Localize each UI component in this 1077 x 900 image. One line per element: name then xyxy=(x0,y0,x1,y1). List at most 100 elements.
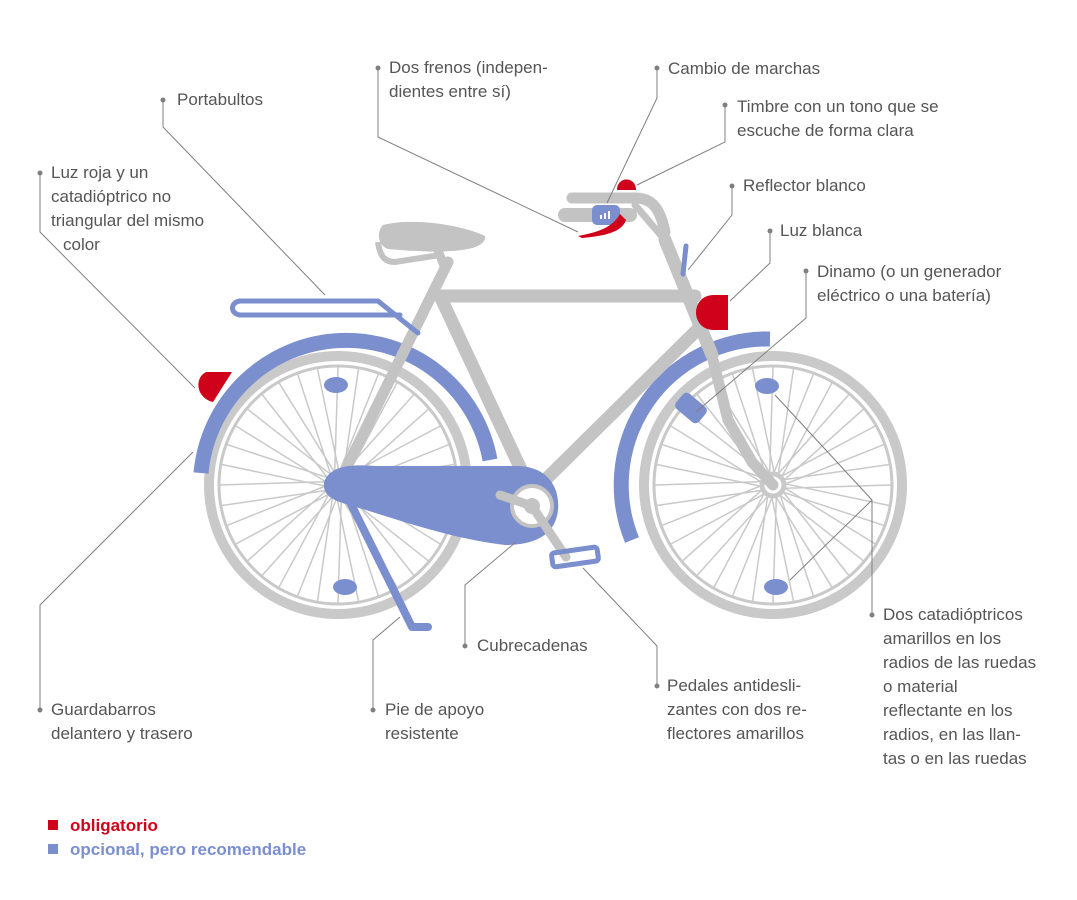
label-line: dientes entre sí) xyxy=(389,82,511,101)
spoke xyxy=(782,482,890,507)
crank xyxy=(495,484,571,562)
pedal xyxy=(549,544,601,570)
spoke xyxy=(221,463,329,488)
spoke xyxy=(770,494,795,602)
front-light xyxy=(696,295,728,330)
spoke xyxy=(219,480,329,486)
label-line: tas o en las ruedas xyxy=(883,749,1027,768)
spoke xyxy=(661,484,764,527)
label-pie-apoyo: Pie de apoyo resistente xyxy=(385,698,484,746)
rear-spoke-reflector-bottom xyxy=(333,579,357,595)
label-line: Cubrecadenas xyxy=(477,636,588,655)
spoke xyxy=(654,480,764,486)
gear-shifter xyxy=(592,205,620,225)
spoke xyxy=(777,493,864,562)
label-luz-roja: Luz roja y un catadióptrico no triangula… xyxy=(51,161,204,257)
front-wheel xyxy=(639,351,907,619)
spoke xyxy=(261,493,336,576)
spoke xyxy=(781,489,850,576)
label-line: delantero y trasero xyxy=(51,724,193,743)
label-line: Reflector blanco xyxy=(743,176,866,195)
label-line: eléctrico o una batería) xyxy=(817,286,991,305)
label-cubrecadenas: Cubrecadenas xyxy=(477,634,588,658)
label-line: catadióptrico no xyxy=(51,187,172,206)
spoke xyxy=(661,443,766,480)
brake-lever xyxy=(578,214,626,238)
label-pedales: Pedales antidesli- zantes con dos re- fl… xyxy=(667,674,807,746)
spoke xyxy=(226,443,331,480)
mandatory-parts xyxy=(198,179,728,402)
spoke xyxy=(731,494,774,597)
label-line: radios de las ruedas xyxy=(883,653,1037,672)
spoke xyxy=(670,492,767,545)
spoke xyxy=(751,493,769,602)
front-white-reflector xyxy=(680,243,689,277)
spoke xyxy=(337,373,380,476)
rear-mudguard xyxy=(193,332,498,474)
spoke xyxy=(316,493,334,602)
spoke xyxy=(247,408,334,477)
rear-rack xyxy=(230,298,421,336)
spoke xyxy=(731,373,768,478)
spoke xyxy=(670,425,764,484)
spoke xyxy=(656,463,764,488)
spoke xyxy=(713,491,766,588)
label-cambio: Cambio de marchas xyxy=(668,57,820,81)
label-catadioptricos: Dos catadióptricos amarillos en los radi… xyxy=(883,603,1036,771)
legend-mandatory-swatch xyxy=(48,820,58,830)
label-line: Pie de apoyo xyxy=(385,700,485,719)
spoke xyxy=(296,373,333,478)
spoke xyxy=(235,492,332,545)
legend-optional-swatch xyxy=(48,844,58,854)
label-timbre: Timbre con un tono que se escuche de for… xyxy=(737,95,939,143)
spoke xyxy=(235,425,329,484)
spoke xyxy=(316,368,341,476)
spoke xyxy=(777,368,795,477)
spoke xyxy=(261,394,330,481)
spoke xyxy=(221,489,330,507)
leader-dots xyxy=(37,65,875,713)
legend-optional: opcional, pero recomendable xyxy=(48,840,306,860)
label-line: amarillos en los xyxy=(883,629,1002,648)
label-dinamo: Dinamo (o un generador eléctrico o una b… xyxy=(817,260,1001,308)
label-line: Pedales antidesli- xyxy=(667,676,802,695)
spoke xyxy=(656,489,765,507)
spoke xyxy=(782,443,885,486)
label-line: radios, en las llan- xyxy=(883,725,1021,744)
spoke xyxy=(278,382,337,476)
rear-spoke-reflector-top xyxy=(324,377,348,393)
spoke xyxy=(247,487,330,562)
label-line: zantes con dos re- xyxy=(667,700,807,719)
front-spoke-reflector-top xyxy=(755,378,779,394)
label-reflector: Reflector blanco xyxy=(743,174,866,198)
legend-optional-label: opcional, pero recomendable xyxy=(70,840,307,859)
label-line: o material xyxy=(883,677,958,696)
label-line: Guardabarros xyxy=(51,700,156,719)
label-portabultos: Portabultos xyxy=(177,88,263,112)
saddle xyxy=(375,221,486,266)
front-mudguard xyxy=(613,331,771,543)
spoke-reflectors xyxy=(324,377,788,595)
leader-lines xyxy=(39,68,873,710)
label-line: flectores amarillos xyxy=(667,724,804,743)
label-line: escuche de forma clara xyxy=(737,121,914,140)
bell xyxy=(617,179,636,190)
legend-mandatory-label: obligatorio xyxy=(70,816,158,835)
spoke xyxy=(781,463,890,481)
spoke xyxy=(782,484,892,490)
label-line: Dos frenos (indepen- xyxy=(389,58,548,77)
legend-mandatory: obligatorio xyxy=(48,816,158,836)
spoke xyxy=(226,484,329,527)
kickstand xyxy=(341,488,432,631)
rear-light xyxy=(198,372,232,402)
spoke xyxy=(780,490,885,527)
label-luz-blanca: Luz blanca xyxy=(780,219,862,243)
label-line: Cambio de marchas xyxy=(668,59,821,78)
spoke xyxy=(296,494,339,597)
front-spoke-reflector-bottom xyxy=(764,579,788,595)
label-line: Dinamo (o un generador xyxy=(817,262,1002,281)
label-line: Portabultos xyxy=(177,90,263,109)
front-wheel-spokes xyxy=(654,366,892,604)
spoke xyxy=(682,487,765,562)
label-line: triangular del mismo xyxy=(51,211,205,230)
